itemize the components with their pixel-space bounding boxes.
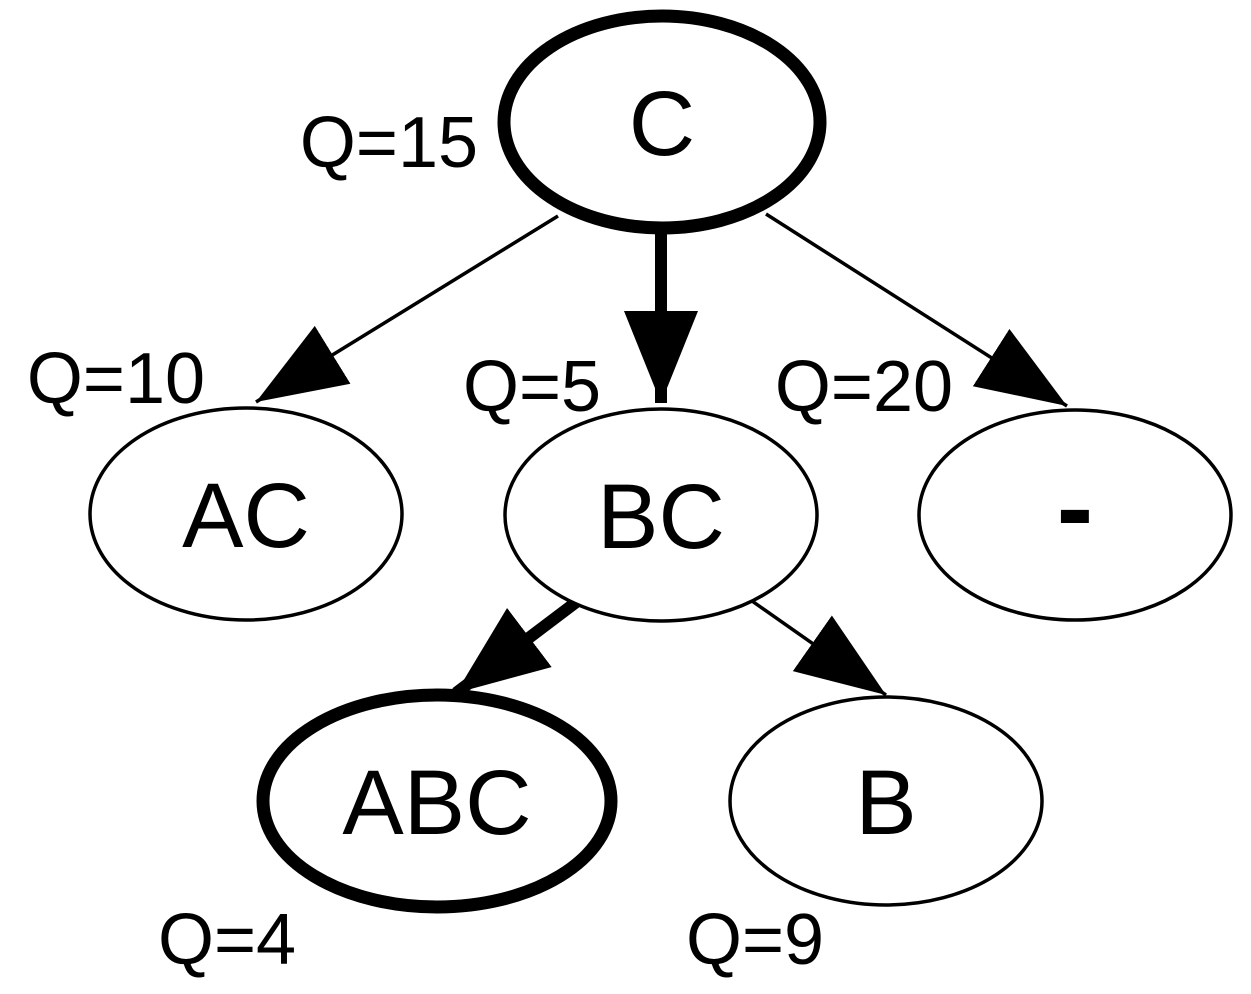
node-abc-ellipse xyxy=(256,688,618,914)
node-bc: BC xyxy=(503,407,819,623)
node-c-label: C xyxy=(629,73,695,175)
node-abc-label: ABC xyxy=(342,752,531,854)
node-b-ellipse xyxy=(728,695,1044,907)
node-c-ellipse xyxy=(497,9,827,235)
node-ac-label: AC xyxy=(182,465,310,567)
q-labels: Q=15 Q=10 Q=5 Q=20 Q=4 Q=9 xyxy=(27,103,953,980)
node-bc-ellipse xyxy=(503,407,819,623)
nodes: C AC BC - ABC B xyxy=(88,9,1233,914)
q-label-c: Q=15 xyxy=(300,103,478,183)
node-ac-ellipse xyxy=(88,406,404,622)
node-minus-ellipse xyxy=(917,408,1233,622)
edge-bc-to-abc xyxy=(452,595,583,698)
node-ac: AC xyxy=(88,406,404,622)
q-label-abc: Q=4 xyxy=(158,900,296,980)
q-label-b: Q=9 xyxy=(686,900,824,980)
edge-c-to-minus xyxy=(765,212,1068,408)
node-bc-label: BC xyxy=(597,466,725,568)
node-b-label: B xyxy=(855,752,916,854)
node-minus-label: - xyxy=(1057,446,1094,569)
q-label-ac: Q=10 xyxy=(27,339,205,419)
node-minus: - xyxy=(917,408,1233,622)
node-c: C xyxy=(497,9,827,235)
node-abc: ABC xyxy=(256,688,618,914)
q-label-bc: Q=5 xyxy=(463,347,601,427)
edges xyxy=(255,212,1068,698)
node-b: B xyxy=(728,695,1044,907)
q-label-minus: Q=20 xyxy=(775,347,953,427)
edge-c-to-ac xyxy=(255,214,559,404)
edge-bc-to-b xyxy=(750,599,888,697)
